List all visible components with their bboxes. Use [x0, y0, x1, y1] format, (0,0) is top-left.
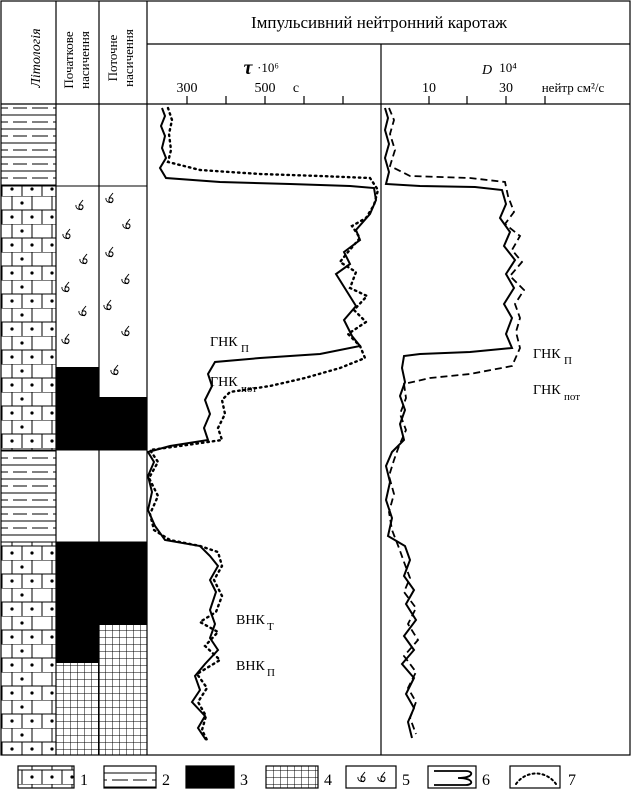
- d-multiplier: 10⁴: [499, 60, 517, 75]
- legend-num-3: 3: [240, 772, 248, 789]
- legend-item-solid-curve: 6: [427, 765, 490, 789]
- legend-num-4: 4: [324, 772, 332, 789]
- tau-multiplier: ·10⁶: [257, 60, 279, 75]
- legend-num-5: 5: [402, 772, 410, 789]
- d-unit: нейтр см²/с: [542, 80, 605, 95]
- legend-item-oil: 3: [185, 765, 248, 789]
- d-tick-10: 10: [422, 81, 436, 96]
- legend-num-1: 1: [80, 772, 88, 789]
- gnk-pot-right-sub: пот: [564, 391, 580, 403]
- legend-item-dotted-curve: 7: [509, 765, 576, 789]
- d-tick-30: 30: [499, 81, 513, 96]
- initial-saturation-column: [56, 185, 99, 755]
- tau-track: [146, 106, 380, 744]
- legend-item-clay: 2: [103, 765, 170, 789]
- vnk-p-sub: П: [267, 667, 275, 679]
- gnk-p-left-sub: П: [241, 343, 249, 355]
- d-dashed-curve: [388, 107, 526, 735]
- lithology-header: Літологія: [29, 28, 44, 88]
- gnk-pot-right-label: ГНК: [533, 383, 561, 398]
- current-saturation-column: [99, 185, 147, 755]
- vnk-t-sub: Т: [267, 621, 274, 633]
- tau-dotted-curve: [147, 106, 380, 744]
- legend-num-2: 2: [162, 772, 170, 789]
- initial-saturation-header-1: Початкове: [61, 31, 76, 88]
- vnk-t-label: ВНК: [236, 613, 265, 628]
- legend-item-limestone: 1: [17, 765, 88, 789]
- tau-tick-300: 300: [177, 81, 198, 96]
- tau-tick-500: 500: [255, 81, 276, 96]
- legend-num-7: 7: [568, 772, 576, 789]
- tau-symbol: τ: [244, 57, 254, 79]
- d-track: [383, 107, 526, 739]
- legend-item-water: 4: [265, 765, 332, 789]
- d-symbol: D: [481, 63, 492, 78]
- header: Літологія Початкове насичення Поточне на…: [29, 13, 604, 96]
- initial-saturation-header-2: насичення: [77, 31, 92, 89]
- gnk-pot-left-label: ГНК: [210, 375, 238, 390]
- legend: 1 2 3 4 5 6 7: [17, 765, 576, 789]
- gnk-pot-left-sub: пот: [241, 383, 257, 395]
- tau-unit: с: [293, 81, 299, 96]
- current-saturation-header-1: Поточне: [105, 34, 120, 81]
- tau-solid-curve: [146, 107, 378, 741]
- vnk-p-label: ВНК: [236, 659, 265, 674]
- frame: [0, 0, 631, 756]
- d-solid-curve: [383, 107, 517, 739]
- gnk-p-right-sub: П: [564, 355, 572, 367]
- legend-num-6: 6: [482, 772, 490, 789]
- current-saturation-header-2: насичення: [121, 29, 136, 87]
- main-title: Імпульсивний нейтронний каротаж: [251, 13, 507, 32]
- annotations: ГНК П ГНК пот ВНК Т ВНК П ГНК П ГНК пот: [210, 335, 580, 679]
- gnk-p-right-label: ГНК: [533, 347, 561, 362]
- legend-item-gas: 5: [345, 765, 410, 789]
- gnk-p-left-label: ГНК: [210, 335, 238, 350]
- lithology-column: [1, 104, 56, 755]
